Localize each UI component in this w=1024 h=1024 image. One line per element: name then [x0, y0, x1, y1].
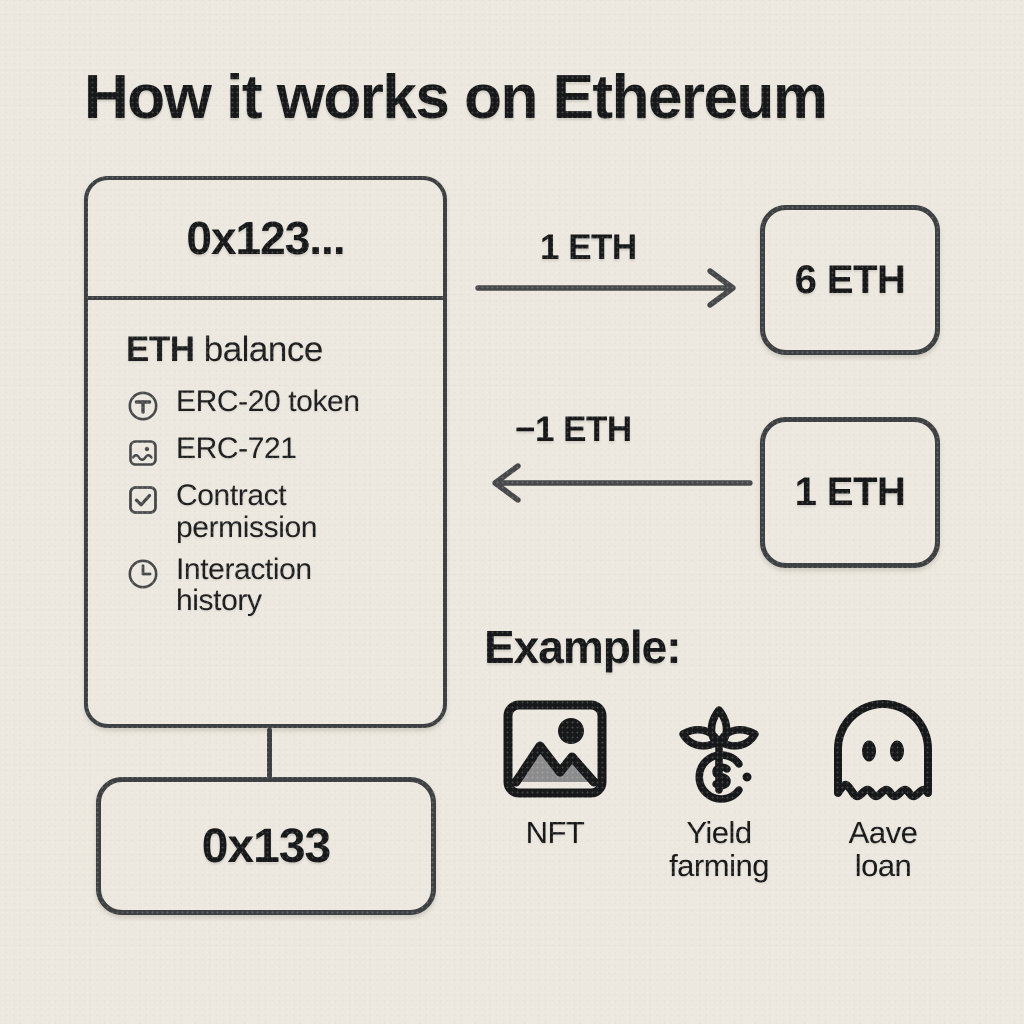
list-item: ERC-721 [126, 433, 421, 470]
clock-icon [126, 557, 160, 591]
example-heading: Example: [484, 621, 682, 673]
checkbox-checked-icon [126, 483, 160, 517]
account-address: 0x123... [186, 212, 345, 264]
list-item-label: ERC-721 [176, 432, 297, 465]
linked-address-label: 0x133 [201, 819, 331, 873]
amount-box-received: 6 ETH [760, 205, 940, 355]
nft-image-icon [495, 696, 615, 808]
amount-box-sent: 1 ETH [760, 417, 940, 568]
card-to-address-connector [267, 728, 272, 778]
list-item: NFT [484, 696, 626, 883]
account-attribute-list: ERC-20 token ERC-721 [126, 386, 421, 617]
image-icon [126, 436, 160, 470]
amount-box-sent-label: 1 ETH [794, 470, 906, 514]
ghost-icon [823, 696, 943, 808]
amount-box-received-label: 6 ETH [794, 257, 906, 302]
flow-label-outgoing: 1 ETH [540, 228, 637, 267]
list-item-label: ERC-20 token [176, 385, 360, 418]
page-title: How it works on Ethereum [84, 63, 828, 132]
account-card-header: 0x123... [88, 180, 443, 300]
list-item: ERC-20 token [126, 386, 421, 423]
account-card: 0x123... ETH balance ERC-20 token [84, 176, 447, 728]
eth-balance-heading: ETH balance [126, 330, 421, 370]
account-card-body: ETH balance ERC-20 token [88, 296, 443, 724]
list-item-label: NFT [525, 815, 585, 850]
eth-balance-heading-strong: ETH [126, 330, 195, 369]
arrow-right-icon [474, 265, 744, 316]
eth-balance-heading-rest: balance [194, 330, 324, 369]
token-circle-icon [126, 389, 160, 423]
linked-address-box: 0x133 [96, 777, 436, 915]
sprout-coin-icon [659, 696, 779, 808]
flow-label-incoming: −1 ETH [515, 410, 632, 449]
arrow-left-icon [474, 460, 754, 511]
